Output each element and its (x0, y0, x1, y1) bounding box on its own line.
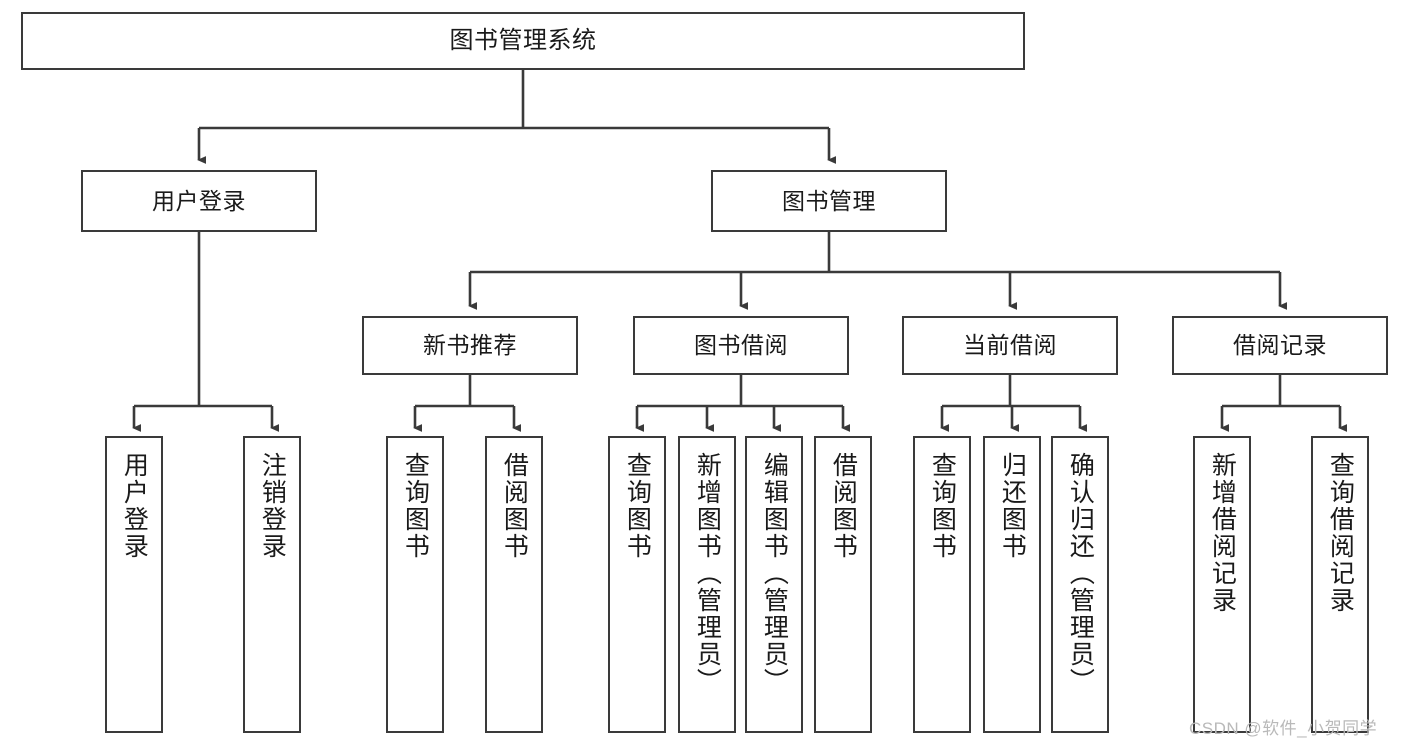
node-leaf-add-book-admin[interactable]: 新增图书（管理员） (678, 436, 736, 733)
node-leaf-query-book-borrow-label: 查询图书 (623, 452, 652, 560)
node-current-borrow-label: 当前借阅 (963, 332, 1057, 359)
node-book-management[interactable]: 图书管理 (711, 170, 947, 232)
node-borrow-record-label: 借阅记录 (1233, 332, 1327, 359)
node-current-borrow[interactable]: 当前借阅 (902, 316, 1118, 375)
node-leaf-add-borrow-record[interactable]: 新增借阅记录 (1193, 436, 1251, 733)
node-leaf-confirm-return-admin[interactable]: 确认归还（管理员） (1051, 436, 1109, 733)
node-leaf-query-book-borrow[interactable]: 查询图书 (608, 436, 666, 733)
node-leaf-logout-login-label: 注销登录 (258, 452, 287, 560)
node-book-management-label: 图书管理 (782, 187, 876, 214)
node-leaf-edit-book-admin-label: 编辑图书（管理员） (760, 452, 789, 695)
node-leaf-user-login-label: 用户登录 (120, 452, 149, 560)
node-leaf-borrow-book-rec[interactable]: 借阅图书 (485, 436, 543, 733)
node-leaf-return-book-label: 归还图书 (998, 452, 1027, 560)
node-leaf-logout-login[interactable]: 注销登录 (243, 436, 301, 733)
node-leaf-confirm-return-admin-label: 确认归还（管理员） (1066, 452, 1095, 695)
node-new-book-recommend[interactable]: 新书推荐 (362, 316, 578, 375)
node-root-label: 图书管理系统 (449, 27, 597, 55)
node-leaf-query-borrow-record-label: 查询借阅记录 (1326, 452, 1355, 614)
node-leaf-return-book[interactable]: 归还图书 (983, 436, 1041, 733)
node-leaf-borrow-book[interactable]: 借阅图书 (814, 436, 872, 733)
node-user-login[interactable]: 用户登录 (81, 170, 317, 232)
node-leaf-query-book-current[interactable]: 查询图书 (913, 436, 971, 733)
node-leaf-query-borrow-record[interactable]: 查询借阅记录 (1311, 436, 1369, 733)
node-root[interactable]: 图书管理系统 (21, 12, 1025, 70)
node-leaf-user-login[interactable]: 用户登录 (105, 436, 163, 733)
node-leaf-add-book-admin-label: 新增图书（管理员） (693, 452, 722, 695)
node-leaf-query-book-current-label: 查询图书 (928, 452, 957, 560)
node-book-borrow-label: 图书借阅 (694, 332, 788, 359)
node-user-login-label: 用户登录 (152, 187, 246, 214)
node-leaf-add-borrow-record-label: 新增借阅记录 (1208, 452, 1237, 614)
node-borrow-record[interactable]: 借阅记录 (1172, 316, 1388, 375)
node-new-book-recommend-label: 新书推荐 (423, 332, 517, 359)
node-leaf-borrow-book-label: 借阅图书 (829, 452, 858, 560)
node-book-borrow[interactable]: 图书借阅 (633, 316, 849, 375)
node-leaf-edit-book-admin[interactable]: 编辑图书（管理员） (745, 436, 803, 733)
node-leaf-query-book-rec[interactable]: 查询图书 (386, 436, 444, 733)
node-leaf-query-book-rec-label: 查询图书 (401, 452, 430, 560)
node-leaf-borrow-book-rec-label: 借阅图书 (500, 452, 529, 560)
